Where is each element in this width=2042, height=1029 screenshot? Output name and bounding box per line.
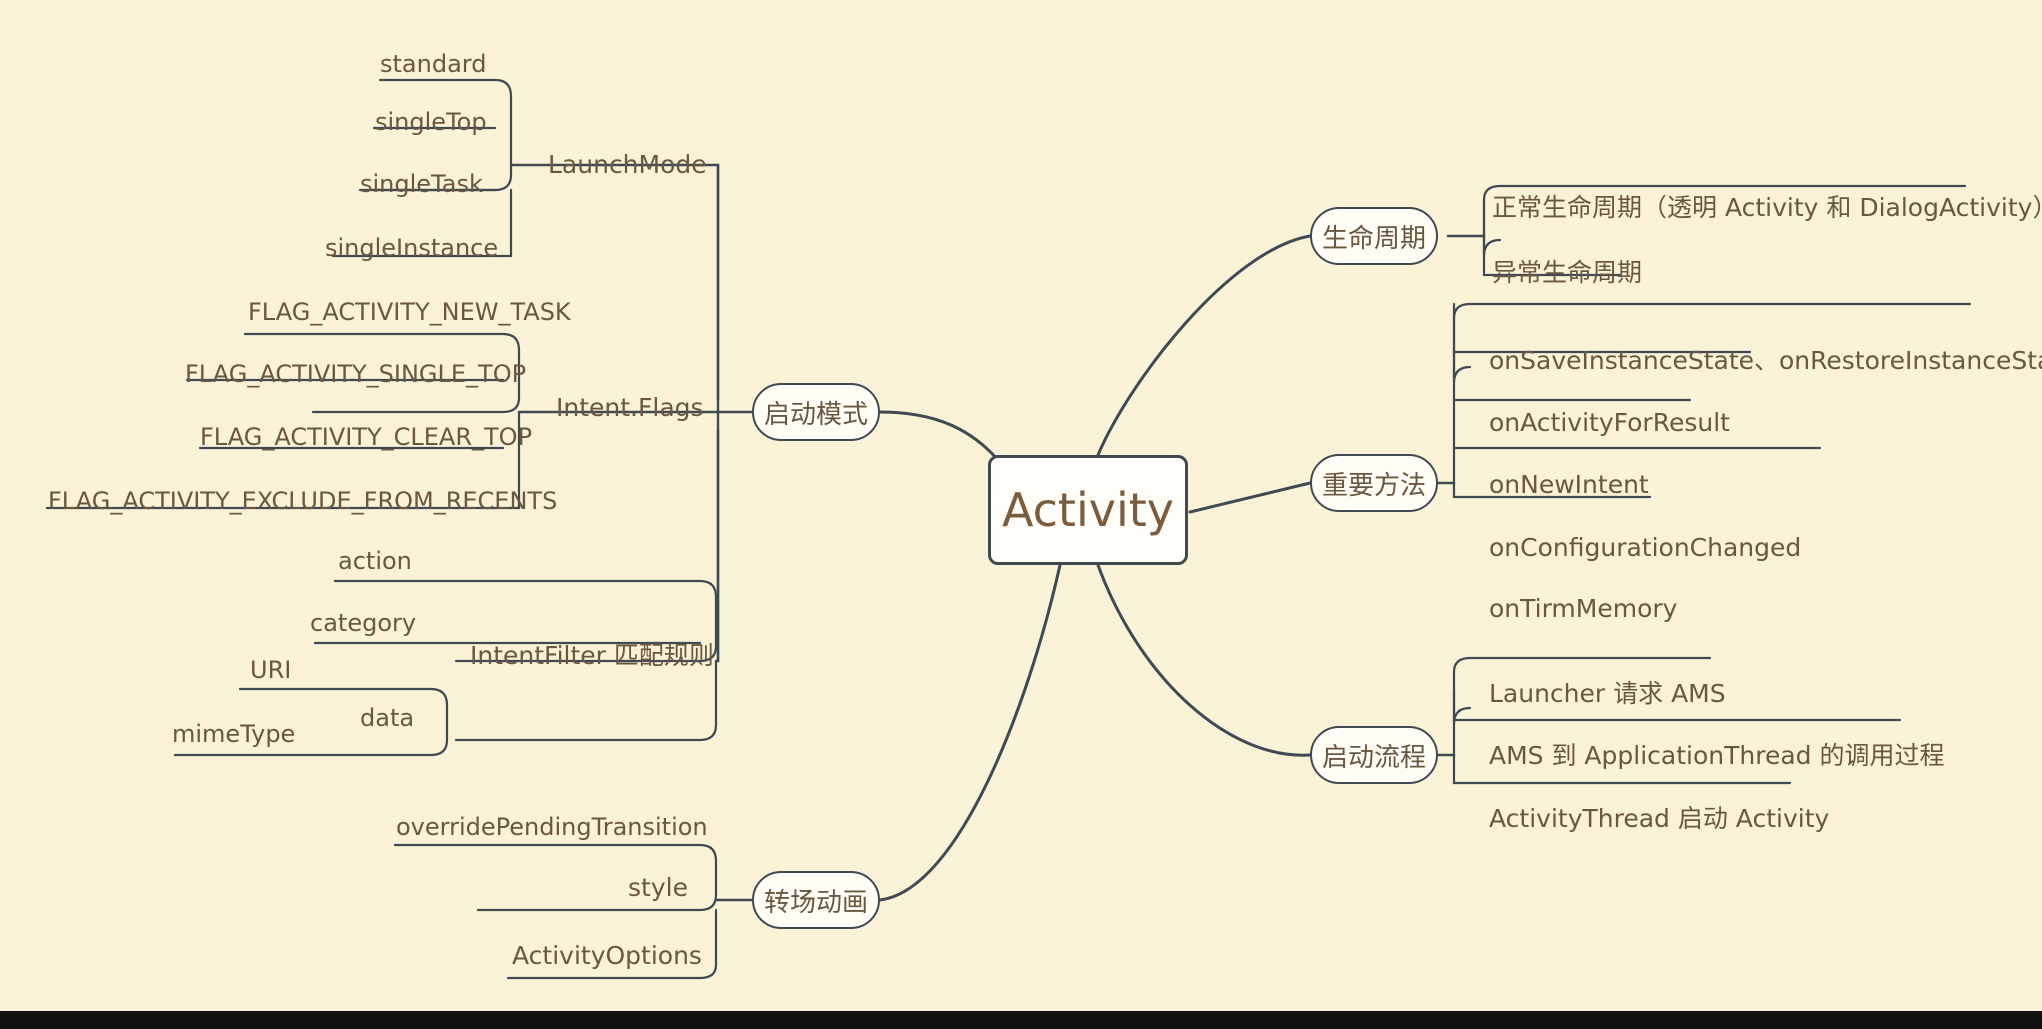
label-launchmode: LaunchMode <box>548 150 707 179</box>
node-onconfigurationchanged[interactable]: onConfigurationChanged <box>1489 535 1801 560</box>
link-qidongliucheng-to-root <box>1096 563 1312 757</box>
node-onnewintent[interactable]: onNewIntent <box>1489 472 1649 497</box>
link-shengming-to-root <box>1096 234 1312 457</box>
root-node[interactable]: Activity <box>988 455 1188 565</box>
label-onactivityforresult: onActivityForResult <box>1489 408 1730 437</box>
node-overridependingtransition[interactable]: overridePendingTransition <box>396 815 708 839</box>
node-singletop[interactable]: singleTop <box>375 110 487 134</box>
label-flag-exclude-from-recents: FLAG_ACTIVITY_EXCLUDE_FROM_RECENTS <box>48 487 558 515</box>
label-flag-clear-top: FLAG_ACTIVITY_CLEAR_TOP <box>200 423 533 451</box>
label-yichang-shengmingzhouqi: 异常生命周期 <box>1492 258 1643 287</box>
link-qidongmoshi-to-root <box>878 410 1002 464</box>
node-activityoptions[interactable]: ActivityOptions <box>512 943 702 968</box>
link-zhuanchang-to-root <box>878 563 1062 902</box>
node-onsaveinstancestate[interactable]: onSaveInstanceState、onRestoreInstanceSta… <box>1489 348 2042 373</box>
root-label: Activity <box>1001 483 1175 537</box>
label-activitythread-qidong: ActivityThread 启动 Activity <box>1489 804 1830 833</box>
node-uri[interactable]: URI <box>250 658 291 682</box>
link-launchmode-to-branch <box>509 163 720 402</box>
node-launcher-qingqiu-ams[interactable]: Launcher 请求 AMS <box>1489 681 1726 706</box>
node-ontirmmemory[interactable]: onTirmMemory <box>1489 596 1677 621</box>
branch-label-shengmingzhouqi: 生命周期 <box>1321 223 1426 254</box>
label-data: data <box>360 704 415 732</box>
link-intentfilter-vert <box>454 659 718 742</box>
node-action[interactable]: action <box>338 549 412 573</box>
node-singleinstance[interactable]: singleInstance <box>325 236 498 260</box>
label-onconfigurationchanged: onConfigurationChanged <box>1489 533 1802 562</box>
node-ams-applicationthread[interactable]: AMS 到 ApplicationThread 的调用过程 <box>1489 743 1944 768</box>
node-yichang-shengmingzhouqi[interactable]: 异常生命周期 <box>1492 260 1642 285</box>
label-standard: standard <box>380 50 487 78</box>
branch-label-qidongliucheng: 启动流程 <box>1321 742 1426 773</box>
node-launchmode[interactable]: LaunchMode <box>548 152 707 177</box>
label-flag-new-task: FLAG_ACTIVITY_NEW_TASK <box>248 298 571 326</box>
label-uri: URI <box>250 656 292 684</box>
node-flag-exclude-from-recents[interactable]: FLAG_ACTIVITY_EXCLUDE_FROM_RECENTS <box>48 489 557 513</box>
node-flag-single-top[interactable]: FLAG_ACTIVITY_SINGLE_TOP <box>185 362 526 386</box>
label-overridependingtransition: overridePendingTransition <box>396 813 708 841</box>
node-onactivityforresult[interactable]: onActivityForResult <box>1489 410 1730 435</box>
label-intent-flags: Intent.Flags <box>556 393 704 422</box>
label-launcher-qingqiu-ams: Launcher 请求 AMS <box>1489 679 1726 708</box>
label-mimetype: mimeType <box>172 720 296 748</box>
node-style[interactable]: style <box>628 875 688 900</box>
node-zhengchang-shengmingzhouqi[interactable]: 正常生命周期（透明 Activity 和 DialogActivity） <box>1492 195 2042 220</box>
label-onsaveinstancestate: onSaveInstanceState、onRestoreInstanceSta… <box>1489 346 2042 375</box>
label-singletop: singleTop <box>375 108 487 136</box>
branch-node-shengmingzhouqi[interactable]: 生命周期 <box>1310 207 1438 265</box>
link-intentfilter-to-branch <box>714 428 720 663</box>
node-data[interactable]: data <box>360 706 414 730</box>
branch-label-zhuanchangdonghua: 转场动画 <box>763 887 868 918</box>
node-mimetype[interactable]: mimeType <box>172 722 295 746</box>
node-flag-new-task[interactable]: FLAG_ACTIVITY_NEW_TASK <box>248 300 571 324</box>
node-intent-flags[interactable]: Intent.Flags <box>556 395 704 420</box>
label-flag-single-top: FLAG_ACTIVITY_SINGLE_TOP <box>185 360 527 388</box>
label-activityoptions: ActivityOptions <box>512 941 702 970</box>
label-action: action <box>338 547 412 575</box>
branch-node-qidongliucheng[interactable]: 启动流程 <box>1310 726 1438 784</box>
branch-node-qidongmoshi[interactable]: 启动模式 <box>752 383 880 441</box>
branch-node-zhuanchangdonghua[interactable]: 转场动画 <box>752 871 880 929</box>
node-flag-clear-top[interactable]: FLAG_ACTIVITY_CLEAR_TOP <box>200 425 532 449</box>
label-onnewintent: onNewIntent <box>1489 470 1649 499</box>
node-activitythread-qidong[interactable]: ActivityThread 启动 Activity <box>1489 806 1829 831</box>
label-style: style <box>628 873 688 902</box>
node-standard[interactable]: standard <box>380 52 486 76</box>
label-category: category <box>310 609 417 637</box>
label-singletask: singleTask <box>360 170 483 198</box>
node-singletask[interactable]: singleTask <box>360 172 483 196</box>
label-singleinstance: singleInstance <box>325 234 499 262</box>
label-ontirmmemory: onTirmMemory <box>1489 594 1678 623</box>
link-zhongyao-to-root <box>1188 481 1312 514</box>
label-intentfilter: IntentFilter 匹配规则 <box>470 641 714 670</box>
label-zhengchang-shengmingzhouqi: 正常生命周期（透明 Activity 和 DialogActivity） <box>1492 193 2042 222</box>
label-ams-applicationthread: AMS 到 ApplicationThread 的调用过程 <box>1489 741 1945 770</box>
branch-label-qidongmoshi: 启动模式 <box>763 399 868 430</box>
node-intentfilter[interactable]: IntentFilter 匹配规则 <box>470 643 714 668</box>
branch-node-zhongyaofangfa[interactable]: 重要方法 <box>1310 454 1438 512</box>
node-category[interactable]: category <box>310 611 416 635</box>
branch-label-zhongyaofangfa: 重要方法 <box>1321 470 1426 501</box>
